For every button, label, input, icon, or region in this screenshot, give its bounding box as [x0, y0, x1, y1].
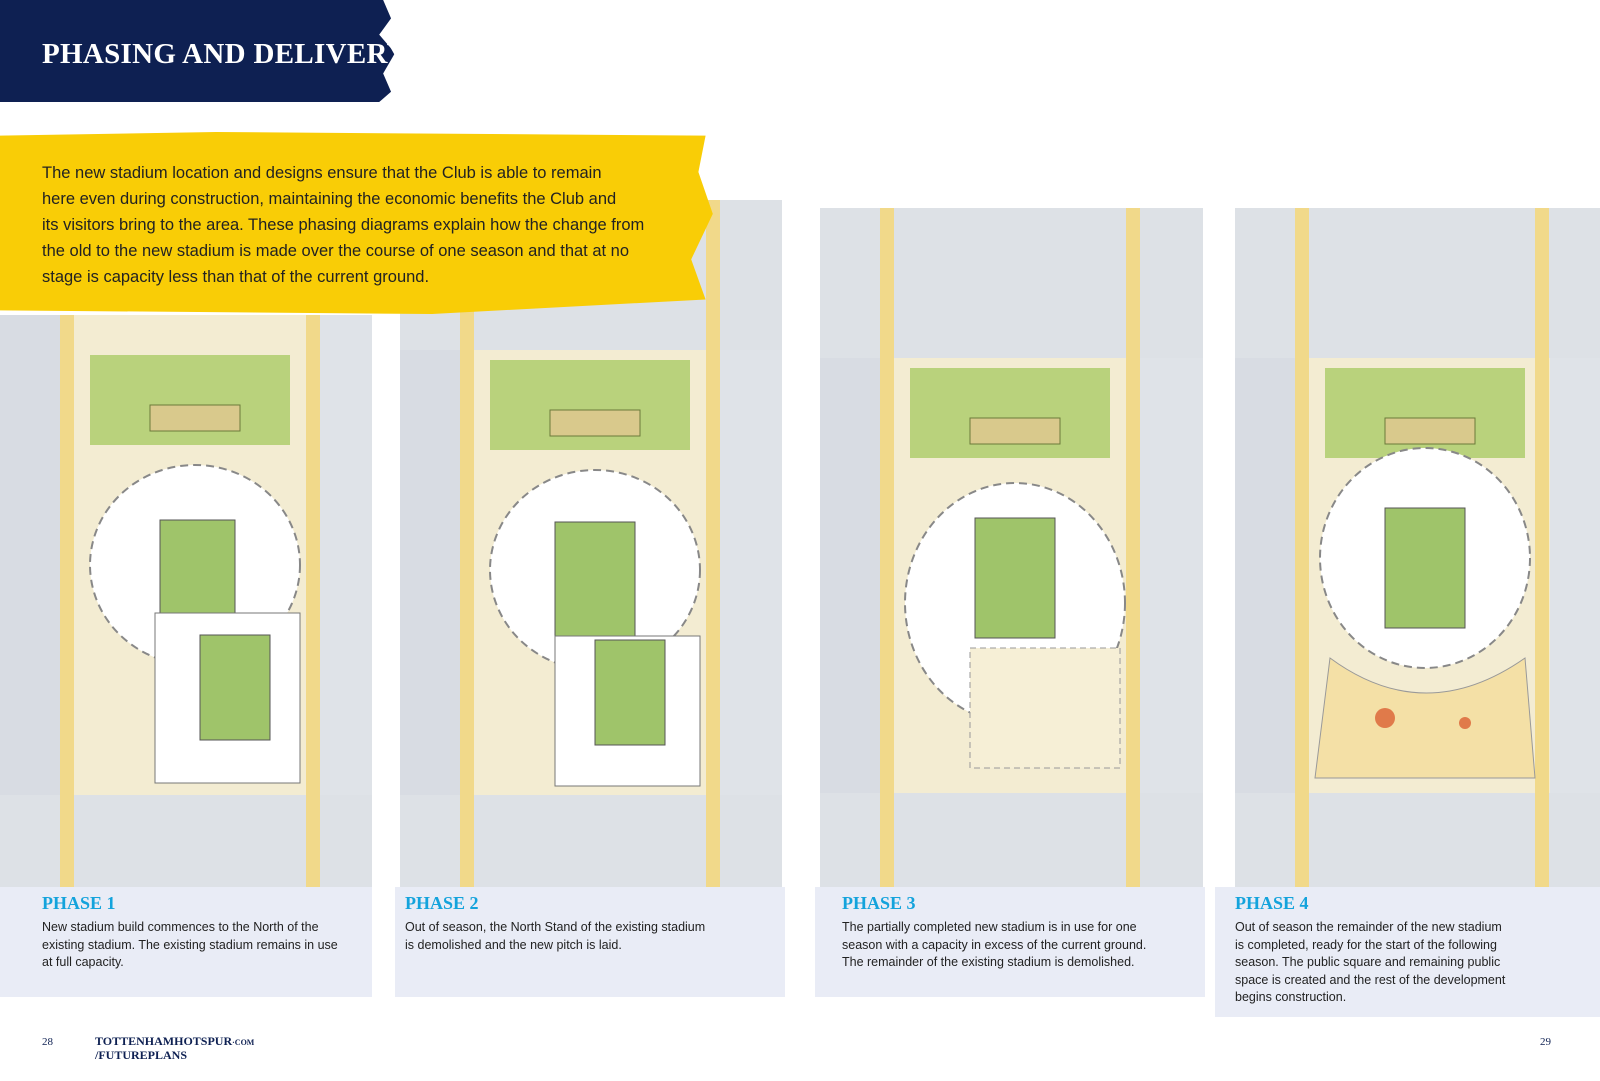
title-banner: [0, 0, 395, 102]
intro-line: The new stadium location and designs ens…: [42, 164, 602, 182]
phase-1-line: New stadium build commences to the North…: [42, 920, 319, 934]
phase-3-description: The partially completed new stadium is i…: [842, 919, 1197, 972]
phase-1-title: PHASE 1: [42, 893, 116, 913]
intro-box: [0, 132, 713, 314]
phase-4-map: [1235, 208, 1600, 887]
phase-4-description: Out of season the remainder of the new s…: [1235, 919, 1575, 1007]
phase-2-map: [400, 200, 782, 887]
phase-1-description: New stadium build commences to the North…: [42, 919, 372, 972]
phase-3-map: [820, 208, 1203, 887]
page-title: PHASING AND DELIVERY: [42, 38, 408, 70]
phase-1-line: at full capacity.: [42, 955, 124, 969]
intro-text: The new stadium location and designs ens…: [42, 160, 682, 290]
phase-1-map: [0, 315, 372, 887]
phase-4-line: space is created and the rest of the dev…: [1235, 972, 1506, 987]
intro-line: here even during construction, maintaini…: [42, 190, 617, 208]
phase-2-caption: [395, 887, 785, 997]
phase-2-line: Out of season, the North Stand of the ex…: [405, 920, 706, 934]
brand-suffix: ·COM: [232, 1038, 255, 1047]
phase-4-title: PHASE 4: [1235, 893, 1309, 913]
intro-line: its visitors bring to the area. These ph…: [42, 216, 645, 234]
page-number-right: 29: [1540, 1036, 1551, 1048]
phase-3-line: season with a capacity in excess of the …: [842, 937, 1147, 952]
phase-3-line: The partially completed new stadium is i…: [842, 920, 1137, 934]
phase-3-title: PHASE 3: [842, 893, 916, 913]
phase-3-caption: [815, 887, 1205, 997]
phase-4-caption: [1215, 887, 1600, 1017]
brand-line-2: /FUTUREPLANS: [95, 1048, 188, 1062]
phase-1-caption: [0, 887, 372, 997]
phase-4-line: Out of season the remainder of the new s…: [1235, 920, 1502, 934]
brand-line-1: TOTTENHAMHOTSPUR: [95, 1034, 233, 1048]
phase-2-description: Out of season, the North Stand of the ex…: [405, 919, 775, 954]
intro-line: the old to the new stadium is made over …: [42, 242, 630, 260]
phase-4-line: is completed, ready for the start of the…: [1235, 937, 1497, 952]
phase-2-title: PHASE 2: [405, 893, 479, 913]
phase-2-line: is demolished and the new pitch is laid.: [405, 937, 622, 952]
phase-3-line: The remainder of the existing stadium is…: [842, 955, 1135, 969]
phase-1-line: existing stadium. The existing stadium r…: [42, 937, 338, 952]
page-number-left: 28: [42, 1036, 53, 1048]
phase-4-line: season. The public square and remaining …: [1235, 955, 1501, 969]
brand-url[interactable]: TOTTENHAMHOTSPUR·COM /FUTUREPLANS: [95, 1035, 254, 1062]
intro-line: stage is capacity less than that of the …: [42, 268, 430, 286]
phase-4-line: begins construction.: [1235, 990, 1347, 1004]
